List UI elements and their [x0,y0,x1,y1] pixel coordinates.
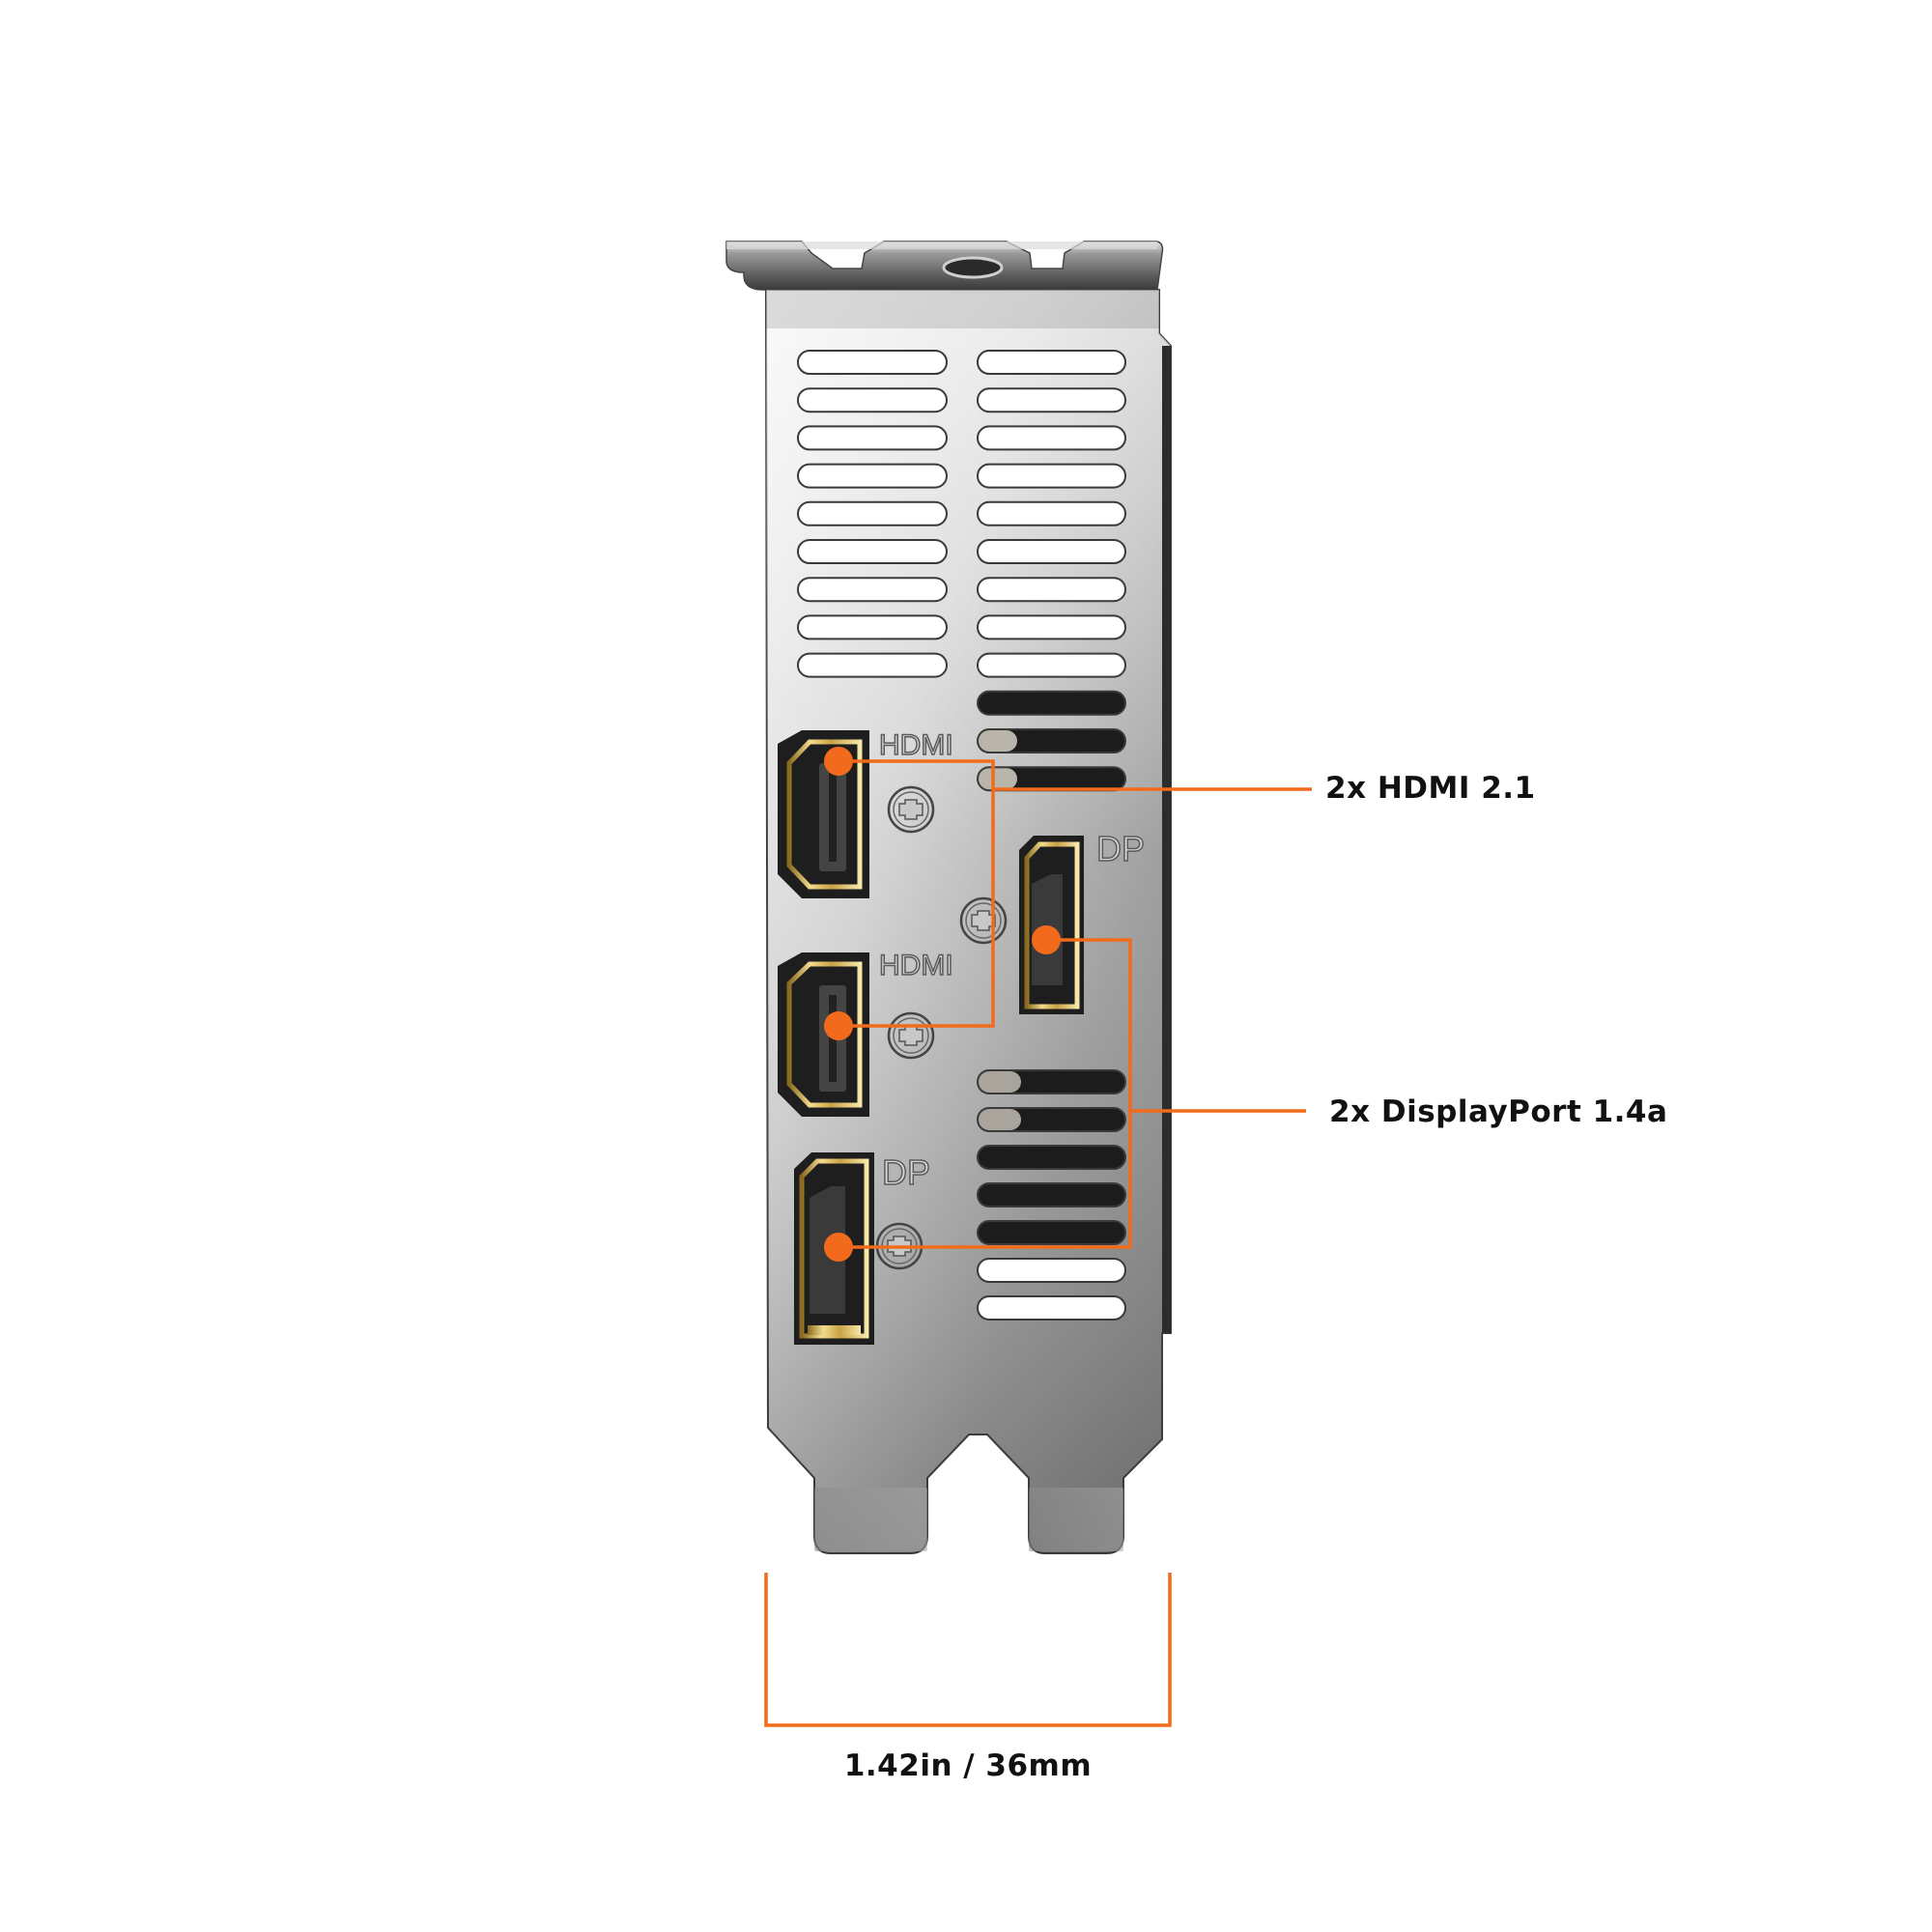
screw-icon [887,1011,935,1060]
screw-icon [887,785,935,834]
vent-slot [977,539,1126,564]
screw-icon [959,896,1008,945]
vent-slots [797,350,1126,1321]
callout-dots [824,747,1061,1262]
displayport-callout-label: 2x DisplayPort 1.4a [1329,1094,1668,1129]
displayport-callout-lines [838,938,1306,1249]
hdmi-callout-label: 2x HDMI 2.1 [1325,771,1536,806]
vent-slot [977,500,1126,526]
vent-slot [977,1295,1126,1321]
vent-slot [797,387,948,413]
vent-slot [977,690,1126,716]
vent-slot [797,425,948,451]
vent-slot [797,350,948,375]
dimension-bracket [764,1573,1172,1727]
vent-slot [797,614,948,640]
dimension-value: 1.42in / 36mm [843,1748,1093,1783]
vent-slot [977,1258,1126,1283]
hdmi-callout-lines [838,759,1312,1028]
vent-slot [977,1182,1126,1208]
port-tag-dp-1: DP [1095,828,1146,869]
port-tag-dp-2: DP [881,1151,931,1193]
vent-slot [977,614,1126,640]
vent-slot [797,463,948,489]
bracket-top-flange [725,241,1164,291]
dp-2-marker [824,1233,853,1262]
vent-slot [797,577,948,603]
vent-slot [797,500,948,526]
vent-slot [977,387,1126,413]
vent-slot [977,350,1126,375]
port-tag-hdmi-2: HDMI [878,949,953,982]
vent-slot [977,425,1126,451]
vent-slot [977,463,1126,489]
vent-slot [977,577,1126,603]
hdmi-1-marker [824,747,853,776]
screw-icons [875,785,1008,1270]
vent-slot [797,539,948,564]
port-tag-hdmi-1: HDMI [878,728,953,762]
vent-slot [977,652,1126,678]
displayport-port-1 [1019,836,1084,1014]
vent-slot [977,1145,1126,1170]
hdmi-port-1 [778,730,869,898]
hdmi-port-2 [778,952,869,1117]
dimension-label: 1.42in / 36mm [0,1748,1932,1783]
vent-slot [977,1220,1126,1245]
vent-slot [797,652,948,678]
hdmi-2-marker [824,1011,853,1040]
dp-1-marker [1032,925,1061,954]
